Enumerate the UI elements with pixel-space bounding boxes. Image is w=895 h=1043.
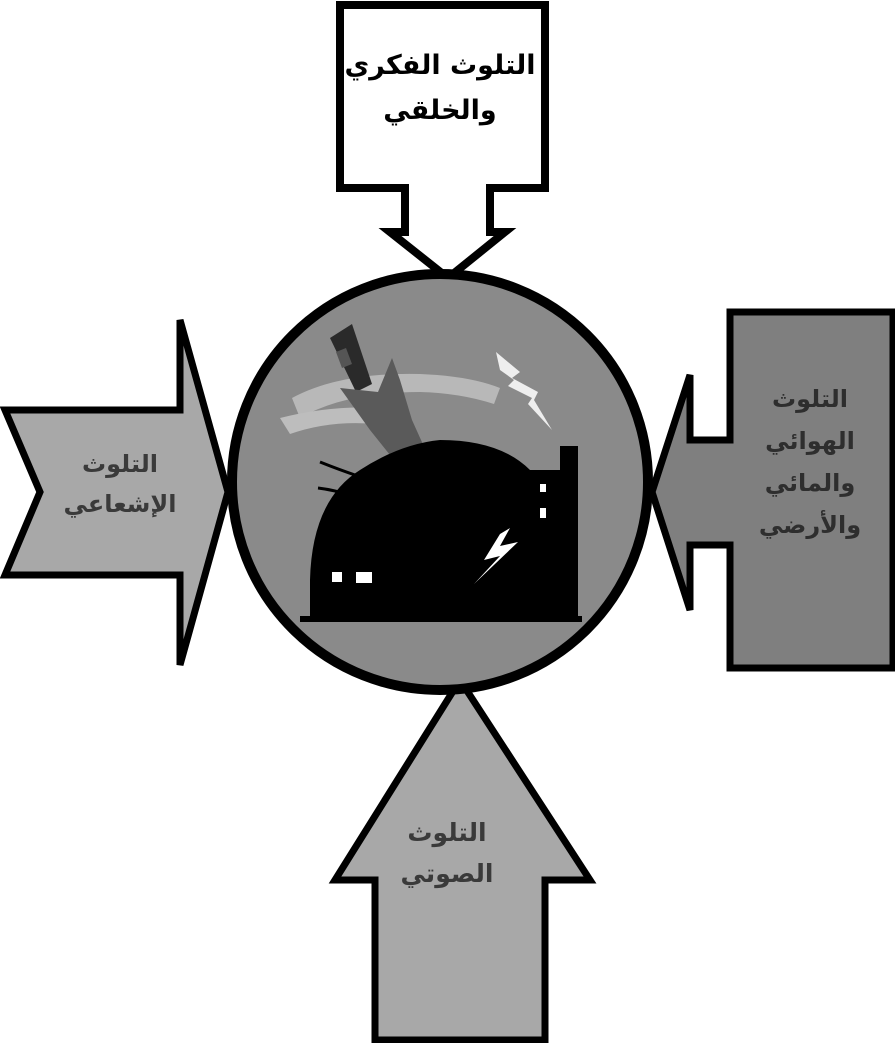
label-line: التلوث (772, 385, 848, 413)
window-icon (332, 572, 342, 582)
building-silhouette (310, 440, 578, 620)
debris-icon (330, 324, 372, 392)
smoke-band (280, 407, 380, 434)
antenna-icon (317, 486, 353, 498)
label-line: والخلقي (383, 94, 497, 126)
ground-line (300, 616, 582, 622)
lightning-icon (474, 528, 518, 584)
label-line: التلوث (407, 818, 487, 847)
window-icon (540, 508, 546, 518)
debris-icon (336, 348, 352, 368)
label-line: الصوتي (400, 859, 494, 889)
label-line: الهوائي (765, 427, 855, 455)
label-noise-pollution: التلوث الصوتي (372, 812, 522, 895)
label-line: الإشعاعي (63, 489, 177, 518)
window-icon (356, 572, 372, 583)
bottom-arrow (328, 673, 597, 1043)
lightning-icon (496, 352, 552, 430)
top-box-arrow (336, 1, 549, 284)
label-line: والأرضي (758, 511, 862, 539)
pollution-scene (227, 269, 653, 695)
window-icon (540, 484, 546, 492)
right-box-arrow (648, 308, 895, 672)
label-line: والمائي (764, 469, 856, 497)
label-intellectual-moral-pollution: التلوث الفكري والخلقي (340, 44, 540, 133)
left-arrow (0, 319, 232, 666)
label-line: التلوث (82, 450, 158, 478)
smoke-band (292, 373, 500, 418)
label-radiation-pollution: التلوث الإشعاعي (30, 445, 210, 524)
label-line: التلوث الفكري (344, 50, 536, 81)
label-air-water-soil-pollution: التلوث الهوائي والمائي والأرضي (735, 378, 885, 546)
antenna-icon (319, 460, 359, 478)
